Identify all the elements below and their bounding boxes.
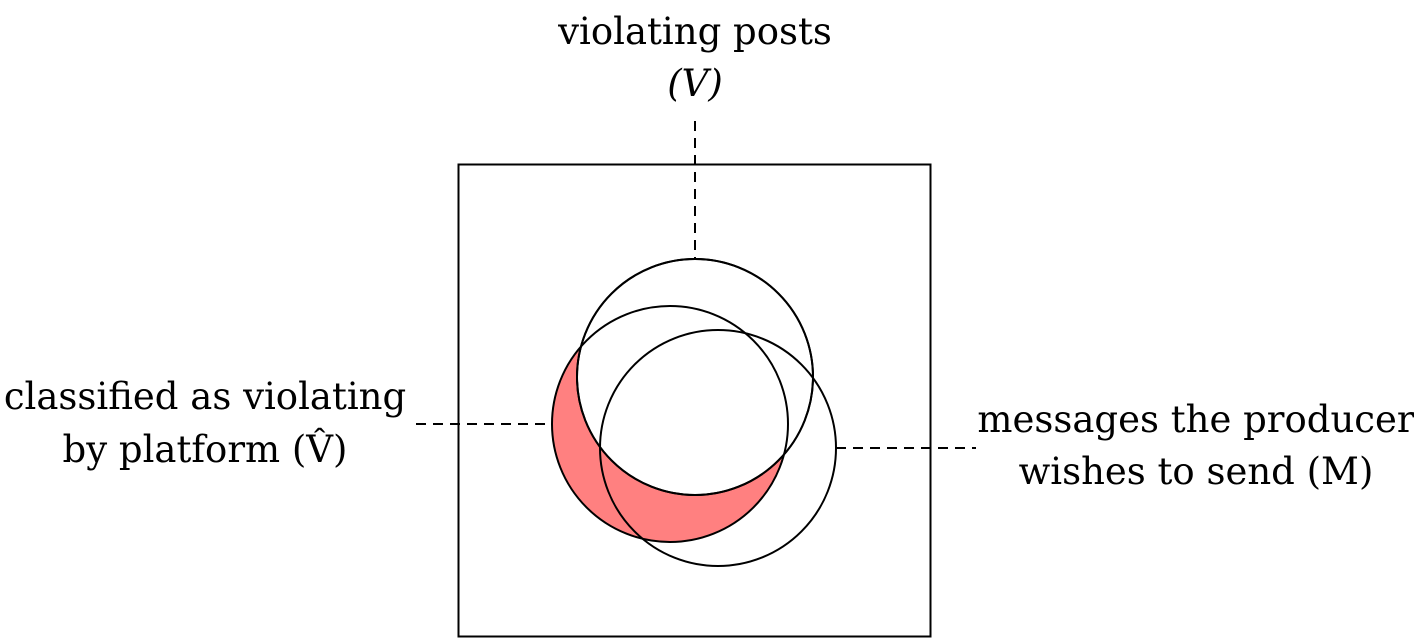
- messages-label-line1: messages the producer: [977, 398, 1414, 441]
- classified-label-line1: classified as violating: [4, 375, 406, 418]
- shaded-region: [552, 259, 813, 542]
- violating-label-line2: (V): [667, 62, 723, 105]
- violating-label-line1: violating posts: [557, 10, 832, 53]
- messages-label-line2: wishes to send (M): [1019, 450, 1374, 493]
- classified-violating-circle: [551, 305, 789, 543]
- classified-label-line2: by platform (V̂): [63, 427, 348, 471]
